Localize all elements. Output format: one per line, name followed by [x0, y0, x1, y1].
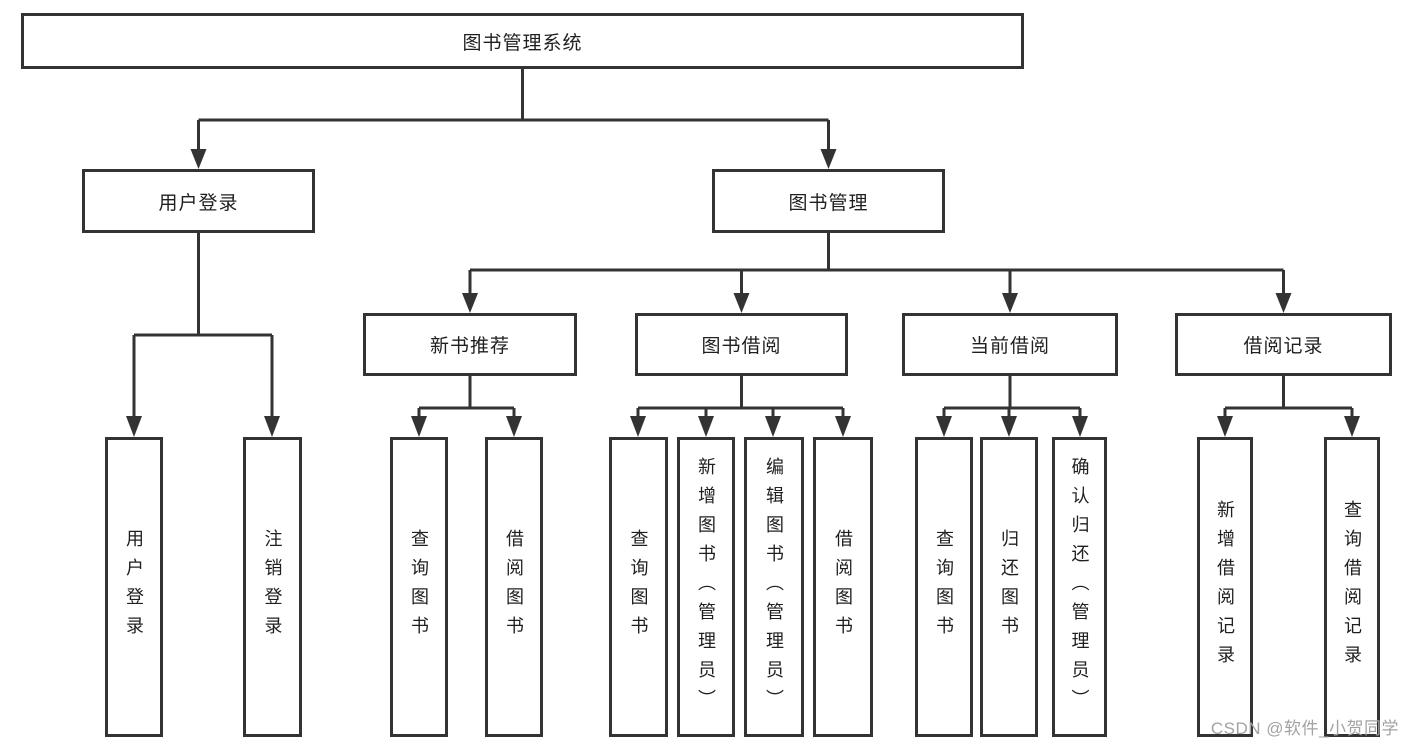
leaf-label: 查询图书 [934, 529, 954, 645]
leaf-node-borrow-books-recommend: 借阅图书 [485, 437, 543, 737]
leaf-node-return-books: 归还图书 [980, 437, 1038, 737]
root-node-label: 图书管理系统 [462, 32, 583, 54]
arrow-down-icons [126, 149, 1360, 437]
leaf-node-query-books-borrow: 查询图书 [609, 437, 668, 737]
leaf-label: 借阅图书 [833, 529, 853, 645]
leaf-node-borrow-books: 借阅图书 [813, 437, 873, 737]
leaf-node-query-books-current: 查询图书 [915, 437, 973, 737]
node-borrow-records-label: 借阅记录 [1243, 336, 1324, 357]
leaf-label: 编辑图书（管理员） [764, 456, 784, 718]
leaf-node-edit-books-admin: 编辑图书（管理员） [744, 437, 804, 737]
root-node-library-management-system: 图书管理系统 [21, 13, 1024, 69]
leaf-label: 查询借阅记录 [1342, 500, 1362, 674]
node-user-login-label: 用户登录 [158, 192, 239, 214]
leaf-node-add-books-admin: 新增图书（管理员） [677, 437, 735, 737]
node-new-book-recommend: 新书推荐 [363, 313, 577, 376]
node-book-management-label: 图书管理 [788, 192, 869, 214]
leaf-node-add-borrow-record: 新增借阅记录 [1197, 437, 1253, 737]
leaf-label: 归还图书 [999, 529, 1019, 645]
leaf-label: 查询图书 [409, 529, 429, 645]
node-new-book-recommend-label: 新书推荐 [429, 336, 510, 357]
node-current-borrow-label: 当前借阅 [969, 336, 1050, 357]
leaf-label: 借阅图书 [504, 529, 524, 645]
connector-lines [132, 69, 1354, 420]
leaf-label: 查询图书 [628, 529, 649, 645]
leaf-label: 注销登录 [262, 529, 283, 645]
leaf-node-query-books-recommend: 查询图书 [390, 437, 448, 737]
node-borrow-records: 借阅记录 [1175, 313, 1392, 376]
csdn-watermark: CSDN @软件_小贺同学 [1210, 719, 1399, 738]
leaf-node-user-login: 用户登录 [105, 437, 163, 737]
leaf-label: 确认归还（管理员） [1069, 456, 1090, 718]
leaf-label: 新增借阅记录 [1215, 500, 1235, 674]
leaf-node-query-borrow-record: 查询借阅记录 [1324, 437, 1380, 737]
leaf-node-confirm-return-admin: 确认归还（管理员） [1052, 437, 1107, 737]
node-book-management: 图书管理 [712, 169, 945, 233]
node-user-login: 用户登录 [82, 169, 315, 233]
leaf-label: 用户登录 [124, 529, 144, 645]
leaf-label: 新增图书（管理员） [696, 456, 716, 718]
node-book-borrow: 图书借阅 [635, 313, 848, 376]
leaf-node-logout: 注销登录 [243, 437, 302, 737]
node-current-borrow: 当前借阅 [902, 313, 1118, 376]
node-book-borrow-label: 图书借阅 [701, 336, 782, 357]
